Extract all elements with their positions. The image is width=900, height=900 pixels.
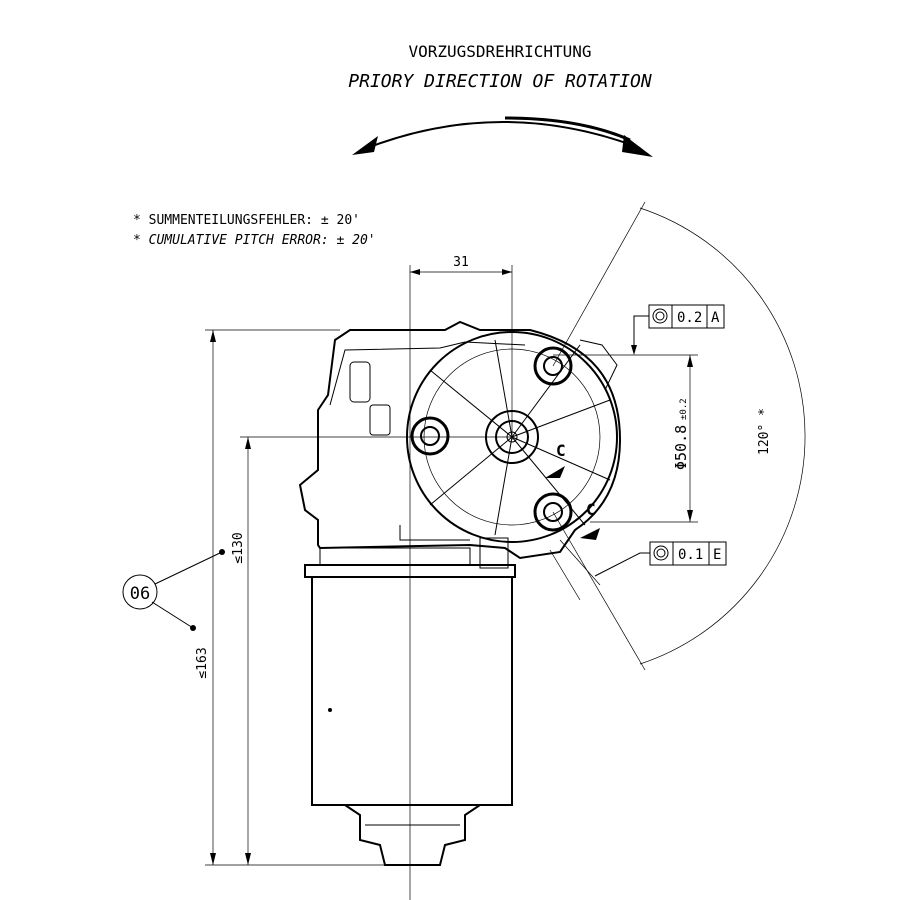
motor-body	[304, 547, 516, 866]
balloon-label: 06	[130, 584, 150, 604]
gearbox-housing	[298, 320, 622, 569]
tolerance-frame-a: 0.2 A	[631, 304, 725, 355]
mounting-bolts	[410, 346, 573, 532]
dimension-diameter: Φ50.8 ±0.2	[553, 354, 698, 523]
title-german: VORZUGSDREHRICHTUNG	[408, 42, 591, 61]
dimension-angle: 120° *	[549, 201, 806, 671]
dim-angle-label: 120° *	[757, 408, 772, 455]
dim-diameter-tol: ±0.2	[679, 398, 689, 420]
note-german: * SUMMENTEILUNGSFEHLER: ± 20'	[133, 213, 360, 228]
tolerance-e-datum: E	[713, 547, 721, 563]
dim-130-label: ≤130	[231, 532, 246, 563]
title-english: PRIORY DIRECTION OF ROTATION	[348, 71, 652, 92]
dim-163-label: ≤163	[195, 647, 210, 678]
tolerance-a-datum: A	[711, 310, 720, 326]
dimension-31: 31	[409, 255, 513, 900]
dim-31-label: 31	[453, 255, 469, 270]
rotation-arrow	[352, 116, 653, 157]
note-english: * CUMULATIVE PITCH ERROR: ± 20'	[133, 233, 376, 248]
section-label-c2: C	[586, 500, 596, 519]
balloon-06: 06	[122, 549, 225, 631]
section-label-c1: C	[556, 441, 566, 460]
tolerance-frame-e: 0.1 E	[594, 541, 727, 577]
dimension-heights: ≤163 ≤130	[195, 329, 512, 866]
dim-diameter-label: Φ50.8	[672, 425, 690, 470]
tolerance-e-value: 0.1	[678, 547, 703, 563]
tolerance-a-value: 0.2	[677, 310, 702, 326]
